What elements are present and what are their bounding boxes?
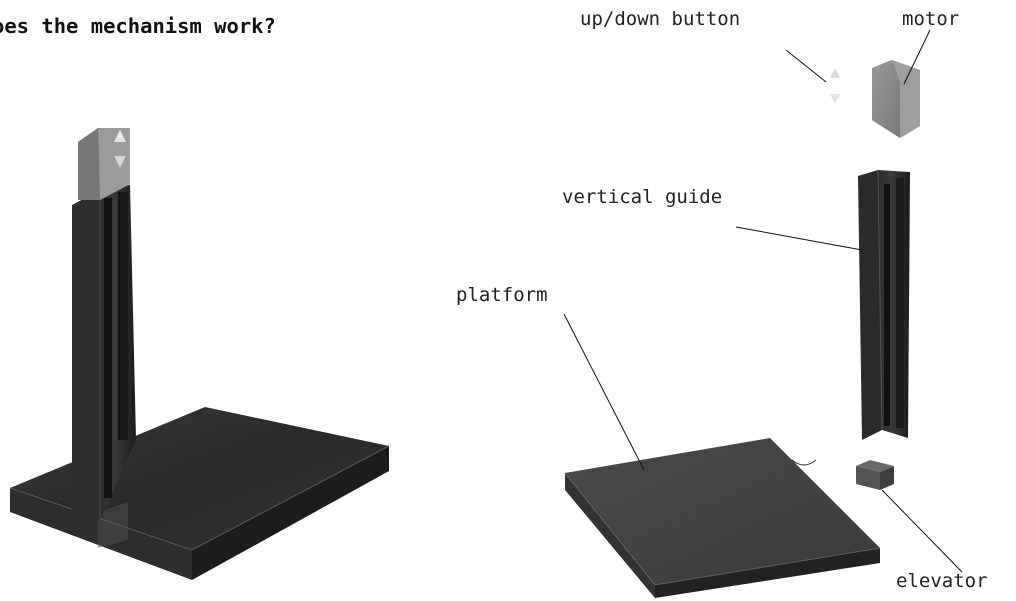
label-motor: motor xyxy=(902,8,960,30)
assembled-down-arrow xyxy=(114,156,126,168)
assembled-up-arrow xyxy=(114,130,126,142)
exploded-up-arrow xyxy=(830,68,840,78)
leader-guide xyxy=(735,226,863,251)
exploded-buttons xyxy=(830,68,840,104)
leader-motor xyxy=(903,29,931,85)
assembled-platform xyxy=(9,407,390,580)
label-elevator: elevator xyxy=(896,570,988,592)
exploded-motor xyxy=(872,60,920,138)
assembled-column xyxy=(72,185,136,520)
label-up-down-button: up/down button xyxy=(580,8,741,30)
exploded-model xyxy=(564,60,920,598)
exploded-elevator xyxy=(856,460,894,490)
leader-elevator xyxy=(881,489,963,573)
leader-platform xyxy=(563,313,645,471)
exploded-vertical-guide xyxy=(858,169,910,440)
exploded-platform xyxy=(564,438,881,598)
leader-lines xyxy=(563,29,963,573)
assembled-model xyxy=(9,128,390,580)
page-heading: oes the mechanism work? xyxy=(0,14,276,38)
exploded-down-arrow xyxy=(830,94,840,104)
label-platform: platform xyxy=(456,284,548,306)
label-vertical-guide: vertical guide xyxy=(562,186,723,208)
leader-updown xyxy=(785,49,827,83)
assembled-motor-head xyxy=(78,128,130,200)
